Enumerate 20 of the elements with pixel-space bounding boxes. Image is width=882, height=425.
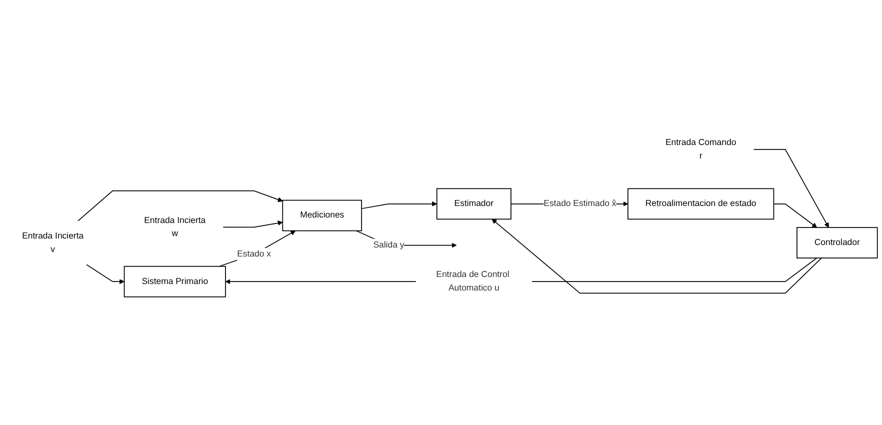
node-box: Controlador (796, 227, 878, 259)
node-text: Entrada Comando r (665, 138, 736, 161)
node-box: Estimador (436, 188, 512, 220)
edge-label: Entrada de Control Automatico u (436, 270, 510, 293)
arrow (86, 264, 125, 284)
arrow (492, 219, 822, 294)
node-box: Mediciones (282, 200, 362, 232)
arrow (218, 230, 296, 268)
arrow (753, 149, 829, 228)
edge-label: Estado x (237, 249, 272, 260)
node-text: Entrada Incierta v (22, 231, 84, 254)
arrow (78, 190, 283, 222)
arrow (361, 202, 438, 210)
edge-label: Estado Estimado x̂ (544, 198, 616, 209)
arrow (222, 220, 283, 228)
arrow (773, 204, 818, 228)
node-box: Retroalimentacion de estado (627, 188, 774, 220)
node-text: Entrada Incierta w (144, 215, 206, 238)
node-box: Sistema Primario (124, 266, 226, 298)
edge-label: Salida y (373, 240, 404, 250)
